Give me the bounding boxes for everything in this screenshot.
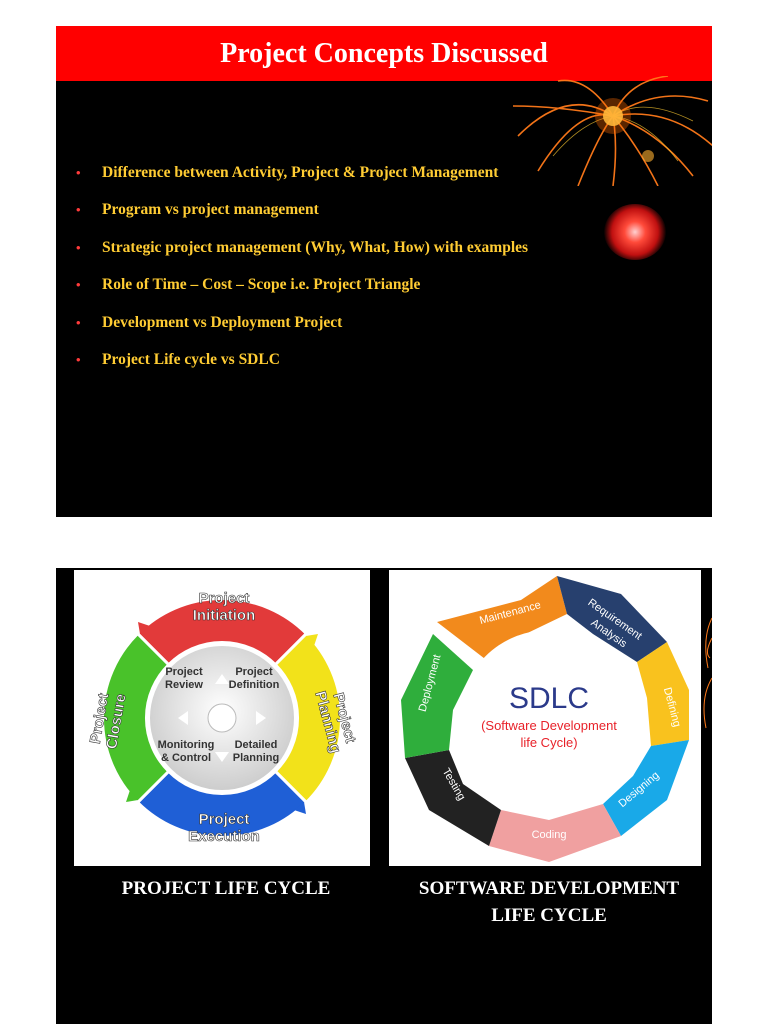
sdlc-wheel: SDLC (Software Development life Cycle) M… <box>401 576 689 862</box>
ring-segment-closure <box>101 631 171 805</box>
sdlc-caption: SOFTWARE DEVELOPMENT LIFE CYCLE <box>389 875 709 929</box>
list-item: •Strategic project management (Why, What… <box>76 237 528 274</box>
inner-review-1: Project <box>165 666 203 678</box>
slide-life-cycles: Project Initiation Project Execution Pro… <box>56 568 712 1024</box>
segment-requirement <box>557 576 667 662</box>
inner-monitoring-2: & Control <box>161 752 211 764</box>
segment-deployment <box>401 634 473 758</box>
bullet-dot-icon: • <box>76 202 81 218</box>
segment-testing <box>405 750 501 846</box>
sdlc-diagram: SDLC (Software Development life Cycle) M… <box>389 570 701 866</box>
label-coding: Coding <box>532 829 567 841</box>
inner-definition-2: Definition <box>229 679 280 691</box>
inner-detailed-1: Detailed <box>235 739 278 751</box>
bullet-dot-icon: • <box>76 277 81 293</box>
sdlc-center-title: SDLC <box>509 682 589 715</box>
segment-defining <box>637 642 689 746</box>
list-item: •Development vs Deployment Project <box>76 312 528 349</box>
firework-decoration <box>512 76 712 186</box>
list-item: •Program vs project management <box>76 199 528 236</box>
inner-monitoring-1: Monitoring <box>158 739 215 751</box>
bullet-dot-icon: • <box>76 314 81 330</box>
list-item: •Project Life cycle vs SDLC <box>76 349 528 386</box>
sdlc-caption-line-2: LIFE CYCLE <box>491 905 607 926</box>
inner-review-2: Review <box>165 679 203 691</box>
bullet-dot-icon: • <box>76 165 81 180</box>
label-execution-1: Project <box>199 811 250 828</box>
title-bar: Project Concepts Discussed <box>56 26 712 81</box>
list-item: •Difference between Activity, Project & … <box>76 162 528 199</box>
slide-concepts: Project Concepts Discussed •Difference b… <box>56 26 712 517</box>
project-life-cycle-diagram: Project Initiation Project Execution Pro… <box>74 570 370 866</box>
list-item: •Role of Time – Cost – Scope i.e. Projec… <box>76 274 528 311</box>
sdlc-center-sub-2: life Cycle) <box>520 735 577 750</box>
bullet-dot-icon: • <box>76 239 81 255</box>
concept-list: •Difference between Activity, Project & … <box>76 162 528 386</box>
plc-wheel: Project Initiation Project Execution Pro… <box>87 590 360 846</box>
label-initiation-2: Initiation <box>193 607 256 624</box>
glow-orb-decoration <box>604 204 666 260</box>
label-initiation-1: Project <box>199 590 250 607</box>
slide-title: Project Concepts Discussed <box>220 37 548 69</box>
inner-definition-1: Project <box>235 666 273 678</box>
label-execution-2: Execution <box>188 828 260 845</box>
side-firework-decoration <box>703 617 712 729</box>
segment-designing <box>603 740 689 836</box>
segment-maintenance <box>437 576 567 662</box>
segment-coding <box>489 804 621 862</box>
sdlc-center-sub-1: (Software Development <box>481 718 617 733</box>
sdlc-caption-line-1: SOFTWARE DEVELOPMENT <box>418 878 680 899</box>
inner-detailed-2: Planning <box>233 752 279 764</box>
bullet-dot-icon: • <box>76 351 81 367</box>
plc-caption: PROJECT LIFE CYCLE <box>121 878 331 899</box>
